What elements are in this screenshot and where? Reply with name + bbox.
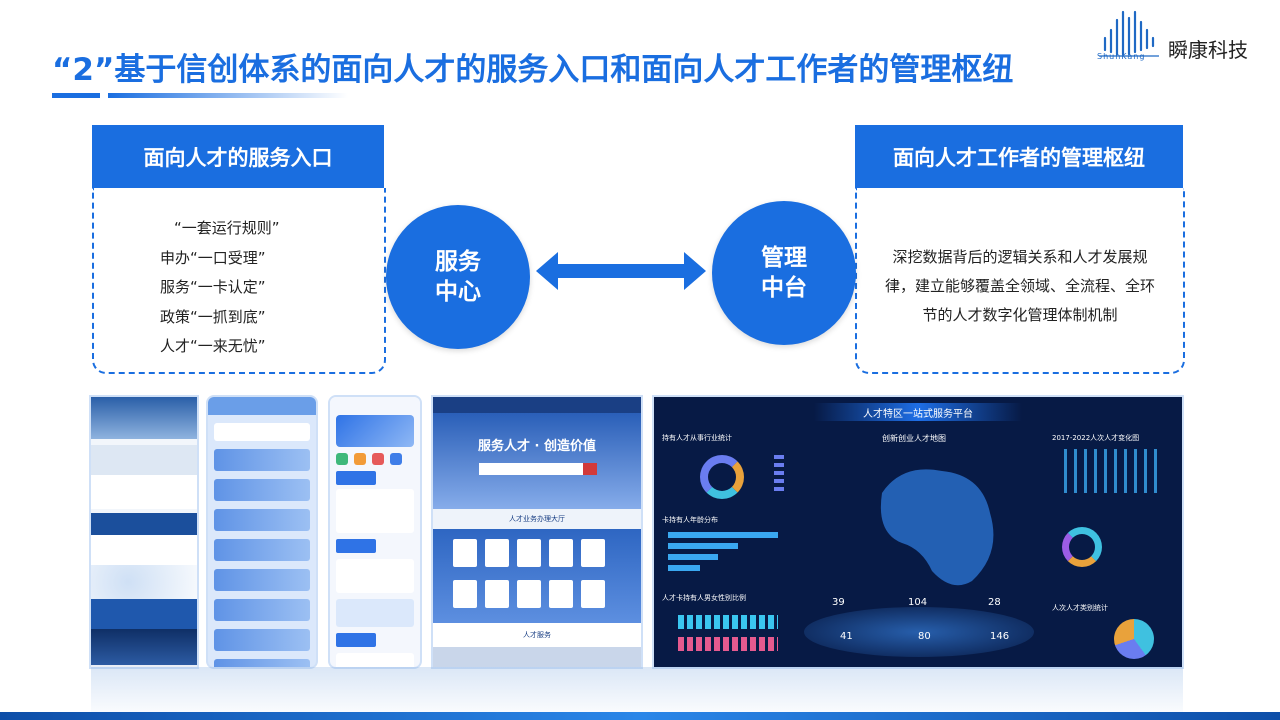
title-underline: [52, 93, 100, 98]
list-item: 人才“一来无忧”: [160, 337, 266, 355]
portal-screenshot: 服务人才 · 创造价值 人才业务办理大厅 人才服务: [433, 397, 641, 667]
dashboard-stat: 146: [990, 631, 1010, 642]
portal-services-label: 人才服务: [523, 631, 551, 639]
portal-banner-text: 服务人才 · 创造价值: [478, 439, 596, 454]
list-item: “一套运行规则”: [174, 219, 280, 237]
dashboard-panel-title: 2017-2022人次人才变化图: [1052, 434, 1140, 442]
dashboard-panel-title: 卡持有人年龄分布: [662, 516, 718, 524]
screenshot-reflection: [91, 667, 1183, 720]
list-item: 申办“一口受理”: [160, 248, 266, 267]
dashboard-stat: 28: [988, 597, 1001, 608]
circle-label: 中心: [435, 279, 481, 305]
dashboard-panel-title: 持有人才从事行业统计: [662, 434, 732, 442]
left-panel-heading: 面向人才的服务入口: [92, 125, 384, 189]
dashboard-screenshot: 人才特区一站式服务平台 持有人才从事行业统计 卡持有人年龄分布 人才卡持有人男女…: [654, 397, 1182, 667]
mobile-app-screenshot: [330, 397, 420, 667]
page-title: “2”基于信创体系的面向人才的服务入口和面向人才工作者的管理枢纽: [52, 52, 1014, 88]
circle-label: 管理: [761, 245, 807, 271]
right-panel-text: 深挖数据背后的逻辑关系和人才发展规律，建立能够覆盖全领域、全流程、全环节的人才数…: [884, 248, 1155, 324]
dashboard-stat: 41: [840, 631, 853, 642]
circle-label: 中台: [761, 275, 807, 301]
dashboard-stat: 39: [832, 597, 845, 608]
dashboard-stat: 104: [908, 597, 928, 608]
service-center-circle: 服务 中心: [386, 205, 530, 349]
logo-wordmark: ShunKang: [1097, 52, 1146, 61]
right-panel-box: [855, 188, 1185, 374]
dashboard-panel-title: 人才卡持有人男女性别比例: [662, 594, 746, 602]
bottom-decor-bar: [0, 712, 1280, 720]
right-panel-heading: 面向人才工作者的管理枢纽: [855, 125, 1183, 189]
dashboard-panel-title: 人次人才类别统计: [1052, 604, 1108, 612]
left-panel-box: [92, 188, 386, 374]
dashboard-title: 人才特区一站式服务平台: [863, 409, 973, 420]
mobile-list-screenshot: [208, 397, 316, 667]
double-arrow-icon: [536, 252, 706, 290]
company-name: 瞬康科技: [1168, 38, 1248, 62]
shunkang-logo-icon: [1099, 10, 1159, 57]
title-underline-fade: [108, 93, 348, 98]
list-item: 政策“一抓到底”: [160, 307, 266, 326]
portal-hall-label: 人才业务办理大厅: [509, 515, 565, 523]
dashboard-map-title: 创新创业人才地图: [882, 434, 946, 443]
left-panel-list: “一套运行规则” 申办“一口受理” 服务“一卡认定” 政策“一抓到底” 人才“一…: [160, 214, 330, 362]
dashboard-stat: 80: [918, 631, 931, 642]
map-shape: [880, 469, 994, 586]
website-screenshot: [91, 397, 197, 667]
circle-label: 服务: [435, 249, 481, 275]
management-platform-circle: 管理 中台: [712, 201, 856, 345]
list-item: 服务“一卡认定”: [160, 278, 266, 296]
